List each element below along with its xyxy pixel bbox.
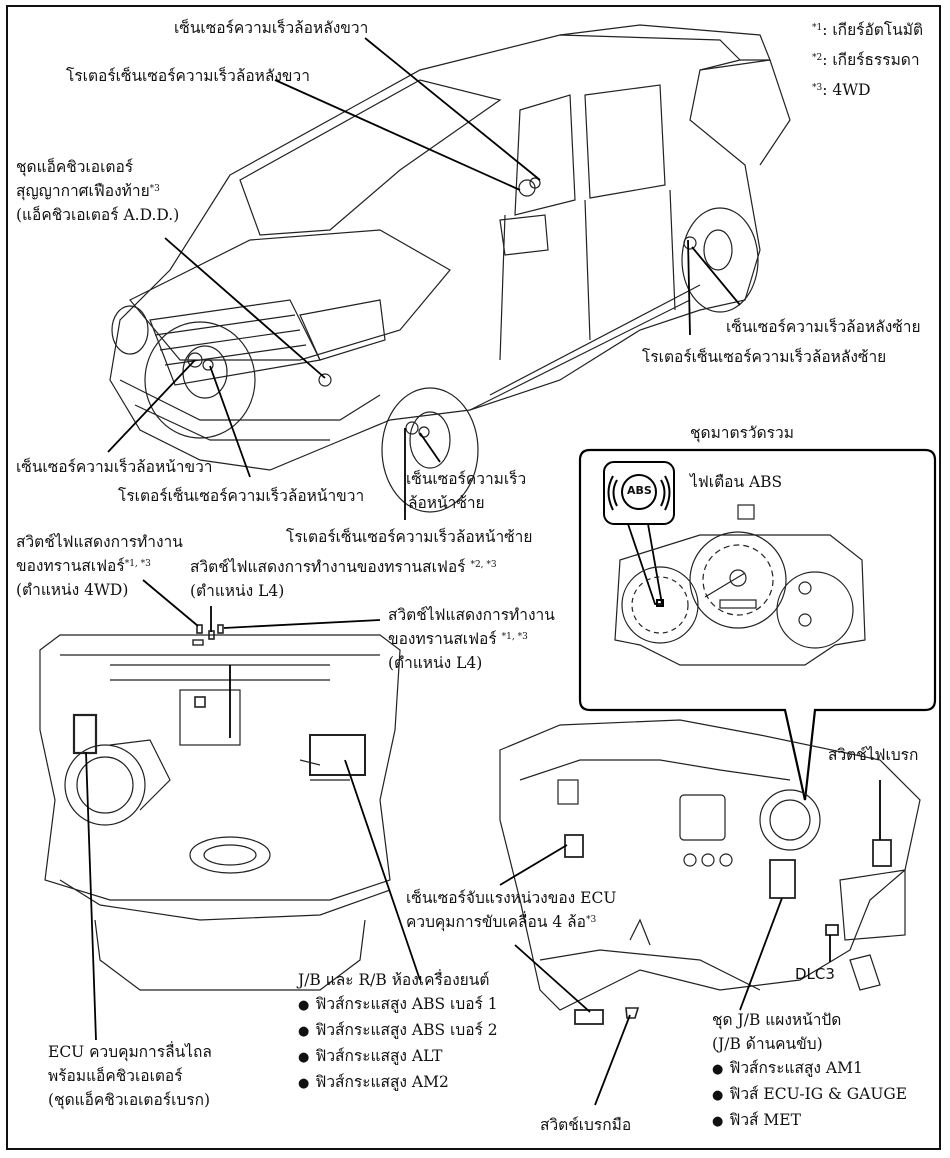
- label-front-left-rotor: โรเตอร์เซ็นเซอร์ความเร็วล้อหน้าซ้าย: [286, 528, 533, 546]
- fuse-item: ฟิวส์กระแสสูง ALT: [298, 1044, 498, 1070]
- instrument-panel-jb-fuse-list: ฟิวส์กระแสสูง AM1 ฟิวส์ ECU-IG & GAUGE ฟ…: [712, 1056, 907, 1134]
- fuse-item: ฟิวส์ ECU-IG & GAUGE: [712, 1082, 907, 1108]
- leader-lines-engine: [85, 579, 421, 1041]
- label-abs-warning-light: ไฟเตือน ABS: [690, 473, 783, 491]
- label-stop-light-switch: สวิตช์ไฟเบรก: [828, 746, 919, 764]
- instrument-panel-jb-title: ชุด J/B แผงหน้าปัด: [712, 1011, 842, 1029]
- engine-room-jb-block: J/B และ R/B ห้องเครื่องยนต์ ฟิวส์กระแสสู…: [298, 968, 498, 1096]
- leader-lines-dashboard: [499, 780, 881, 1106]
- legend-item-2: *2: เกียร์ธรรมดา: [812, 51, 920, 69]
- label-skid-control-ecu: ECU ควบคุมการลื่นไถล พร้อมแอ็คชิวเอเตอร์…: [48, 1043, 212, 1109]
- instrument-panel-jb-block: ชุด J/B แผงหน้าปัด (J/B ด้านคนขับ) ฟิวส์…: [712, 1008, 907, 1134]
- leader-lines-truck: [107, 37, 741, 520]
- label-transfer-switch-l4-mt: สวิตช์ไฟแสดงการทำงานของทรานสเฟอร์ *2, *3…: [190, 558, 497, 600]
- label-add-actuator: ชุดแอ็คชิวเอเตอร์ สุญญากาศเฟืองท้าย*3 (แ…: [16, 158, 180, 224]
- label-dlc3: DLC3: [795, 965, 835, 983]
- fuse-item: ฟิวส์กระแสสูง AM2: [298, 1070, 498, 1096]
- label-combination-meter: ชุดมาตรวัดรวม: [690, 424, 794, 442]
- label-parking-brake-switch: สวิตช์เบรกมือ: [540, 1116, 632, 1134]
- label-rear-right-sensor: เซ็นเซอร์ความเร็วล้อหลังขวา: [174, 19, 369, 37]
- diagram-frame: [6, 5, 941, 1150]
- abs-warning-icon: ABS: [627, 484, 652, 497]
- label-yaw-rate-sensor: เซ็นเซอร์จับแรงหน่วงของ ECU ควบคุมการขับ…: [406, 889, 617, 931]
- label-rear-left-rotor: โรเตอร์เซ็นเซอร์ความเร็วล้อหลังซ้าย: [642, 348, 887, 366]
- label-rear-right-rotor: โรเตอร์เซ็นเซอร์ความเร็วล้อหลังขวา: [66, 67, 310, 85]
- label-rear-left-sensor: เซ็นเซอร์ความเร็วล้อหลังซ้าย: [726, 318, 921, 336]
- legend-item-1: *1: เกียร์อัตโนมัติ: [812, 21, 924, 39]
- dashboard-illustration: [499, 719, 921, 1025]
- instrument-panel-jb-subtitle: (J/B ด้านคนขับ): [712, 1035, 823, 1053]
- label-front-right-sensor: เซ็นเซอร์ความเร็วล้อหน้าขวา: [16, 458, 213, 476]
- pickup-truck-illustration: [109, 24, 791, 513]
- label-transfer-switch-4wd: สวิตช์ไฟแสดงการทำงาน ของทรานสเฟอร์*1, *3…: [16, 533, 183, 599]
- combination-meter-callout: [578, 448, 937, 801]
- legend-item-3: *3: 4WD: [812, 81, 871, 99]
- engine-room-jb-title: J/B และ R/B ห้องเครื่องยนต์: [298, 971, 490, 989]
- fuse-item: ฟิวส์ MET: [712, 1108, 907, 1134]
- engine-room-illustration: [39, 624, 401, 991]
- label-front-left-sensor: เซ็นเซอร์ความเร็ว ล้อหน้าซ้าย: [406, 470, 527, 512]
- label-transfer-switch-l4-at: สวิตช์ไฟแสดงการทำงาน ของทรานสเฟอร์ *1, *…: [388, 606, 555, 672]
- fuse-item: ฟิวส์กระแสสูง ABS เบอร์ 1: [298, 992, 497, 1018]
- label-front-right-rotor: โรเตอร์เซ็นเซอร์ความเร็วล้อหน้าขวา: [118, 487, 365, 505]
- fuse-item: ฟิวส์กระแสสูง ABS เบอร์ 2: [298, 1018, 497, 1044]
- fuse-item: ฟิวส์กระแสสูง AM1: [712, 1056, 907, 1082]
- engine-room-jb-fuse-list: ฟิวส์กระแสสูง ABS เบอร์ 1 ฟิวส์กระแสสูง …: [298, 992, 498, 1096]
